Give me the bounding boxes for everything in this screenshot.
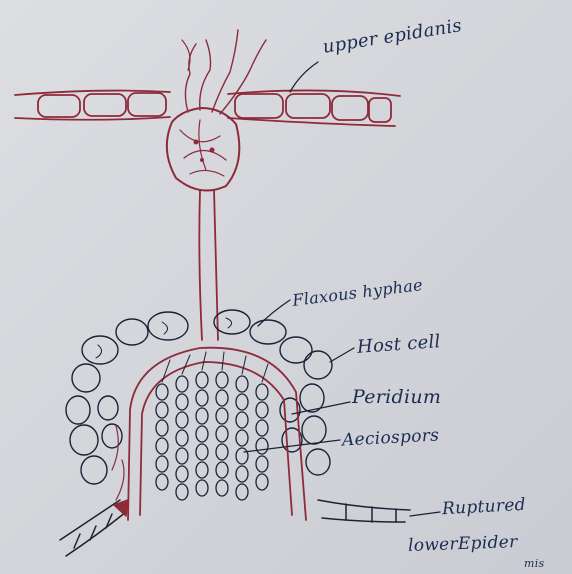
pointer-host-cell	[330, 348, 354, 362]
host-cells	[66, 310, 332, 484]
ruptured-lower-epidermis	[60, 500, 410, 556]
pointer-flaxous-hyphae	[258, 300, 290, 326]
aeciospore-chains	[156, 352, 268, 500]
peridium	[112, 348, 306, 520]
pointer-aeciospores	[244, 440, 340, 452]
spore-chain	[256, 384, 268, 490]
pointer-upper-epidermis	[290, 62, 318, 92]
label-ruptured-line3: mis	[524, 557, 545, 570]
spore-chain	[156, 384, 168, 490]
label-ruptured-line2: lowerEpider	[408, 532, 518, 556]
spore-chain	[216, 372, 228, 496]
spermogonium	[167, 30, 266, 191]
pointer-ruptured	[410, 512, 440, 516]
spore-chain	[196, 372, 208, 496]
label-peridium: Peridium	[352, 386, 441, 408]
spore-chain	[236, 376, 248, 500]
spore-chain	[176, 376, 188, 500]
